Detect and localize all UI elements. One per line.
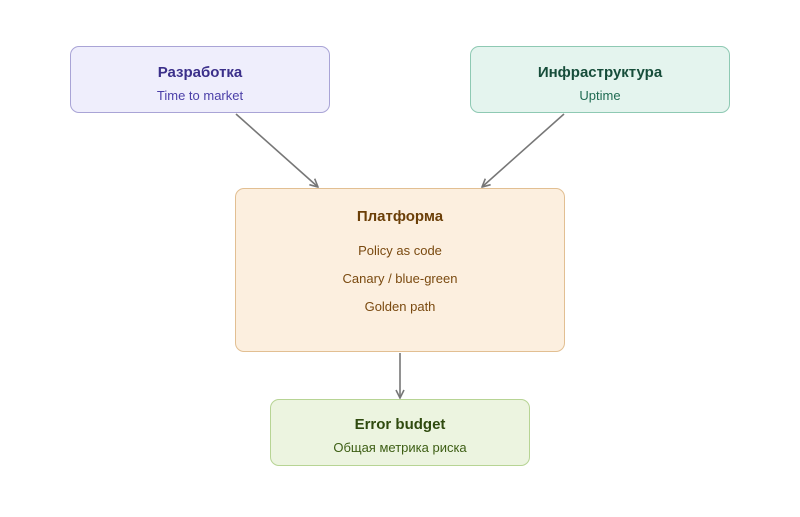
development-title: Разработка bbox=[157, 64, 243, 81]
error-budget-node: Error budget Общая метрика риска bbox=[270, 399, 530, 466]
development-node: Разработка Time to market bbox=[70, 46, 330, 113]
arrow-development-to-platform bbox=[235, 113, 318, 187]
platform-item-policy: Policy as code bbox=[358, 243, 442, 258]
platform-item-golden-path: Golden path bbox=[364, 299, 436, 314]
infrastructure-node: Инфраструктура Uptime bbox=[470, 46, 730, 113]
development-subtitle: Time to market bbox=[156, 88, 244, 103]
error-budget-title: Error budget bbox=[354, 416, 446, 433]
infrastructure-title: Инфраструктура bbox=[537, 64, 663, 81]
platform-title: Платформа bbox=[356, 208, 444, 225]
infrastructure-subtitle: Uptime bbox=[579, 88, 621, 103]
platform-node: Платформа Policy as code Canary / blue-g… bbox=[235, 188, 565, 352]
error-budget-subtitle: Общая метрика риска bbox=[333, 440, 467, 455]
arrow-infrastructure-to-platform bbox=[482, 113, 565, 187]
platform-item-canary: Canary / blue-green bbox=[342, 271, 458, 286]
